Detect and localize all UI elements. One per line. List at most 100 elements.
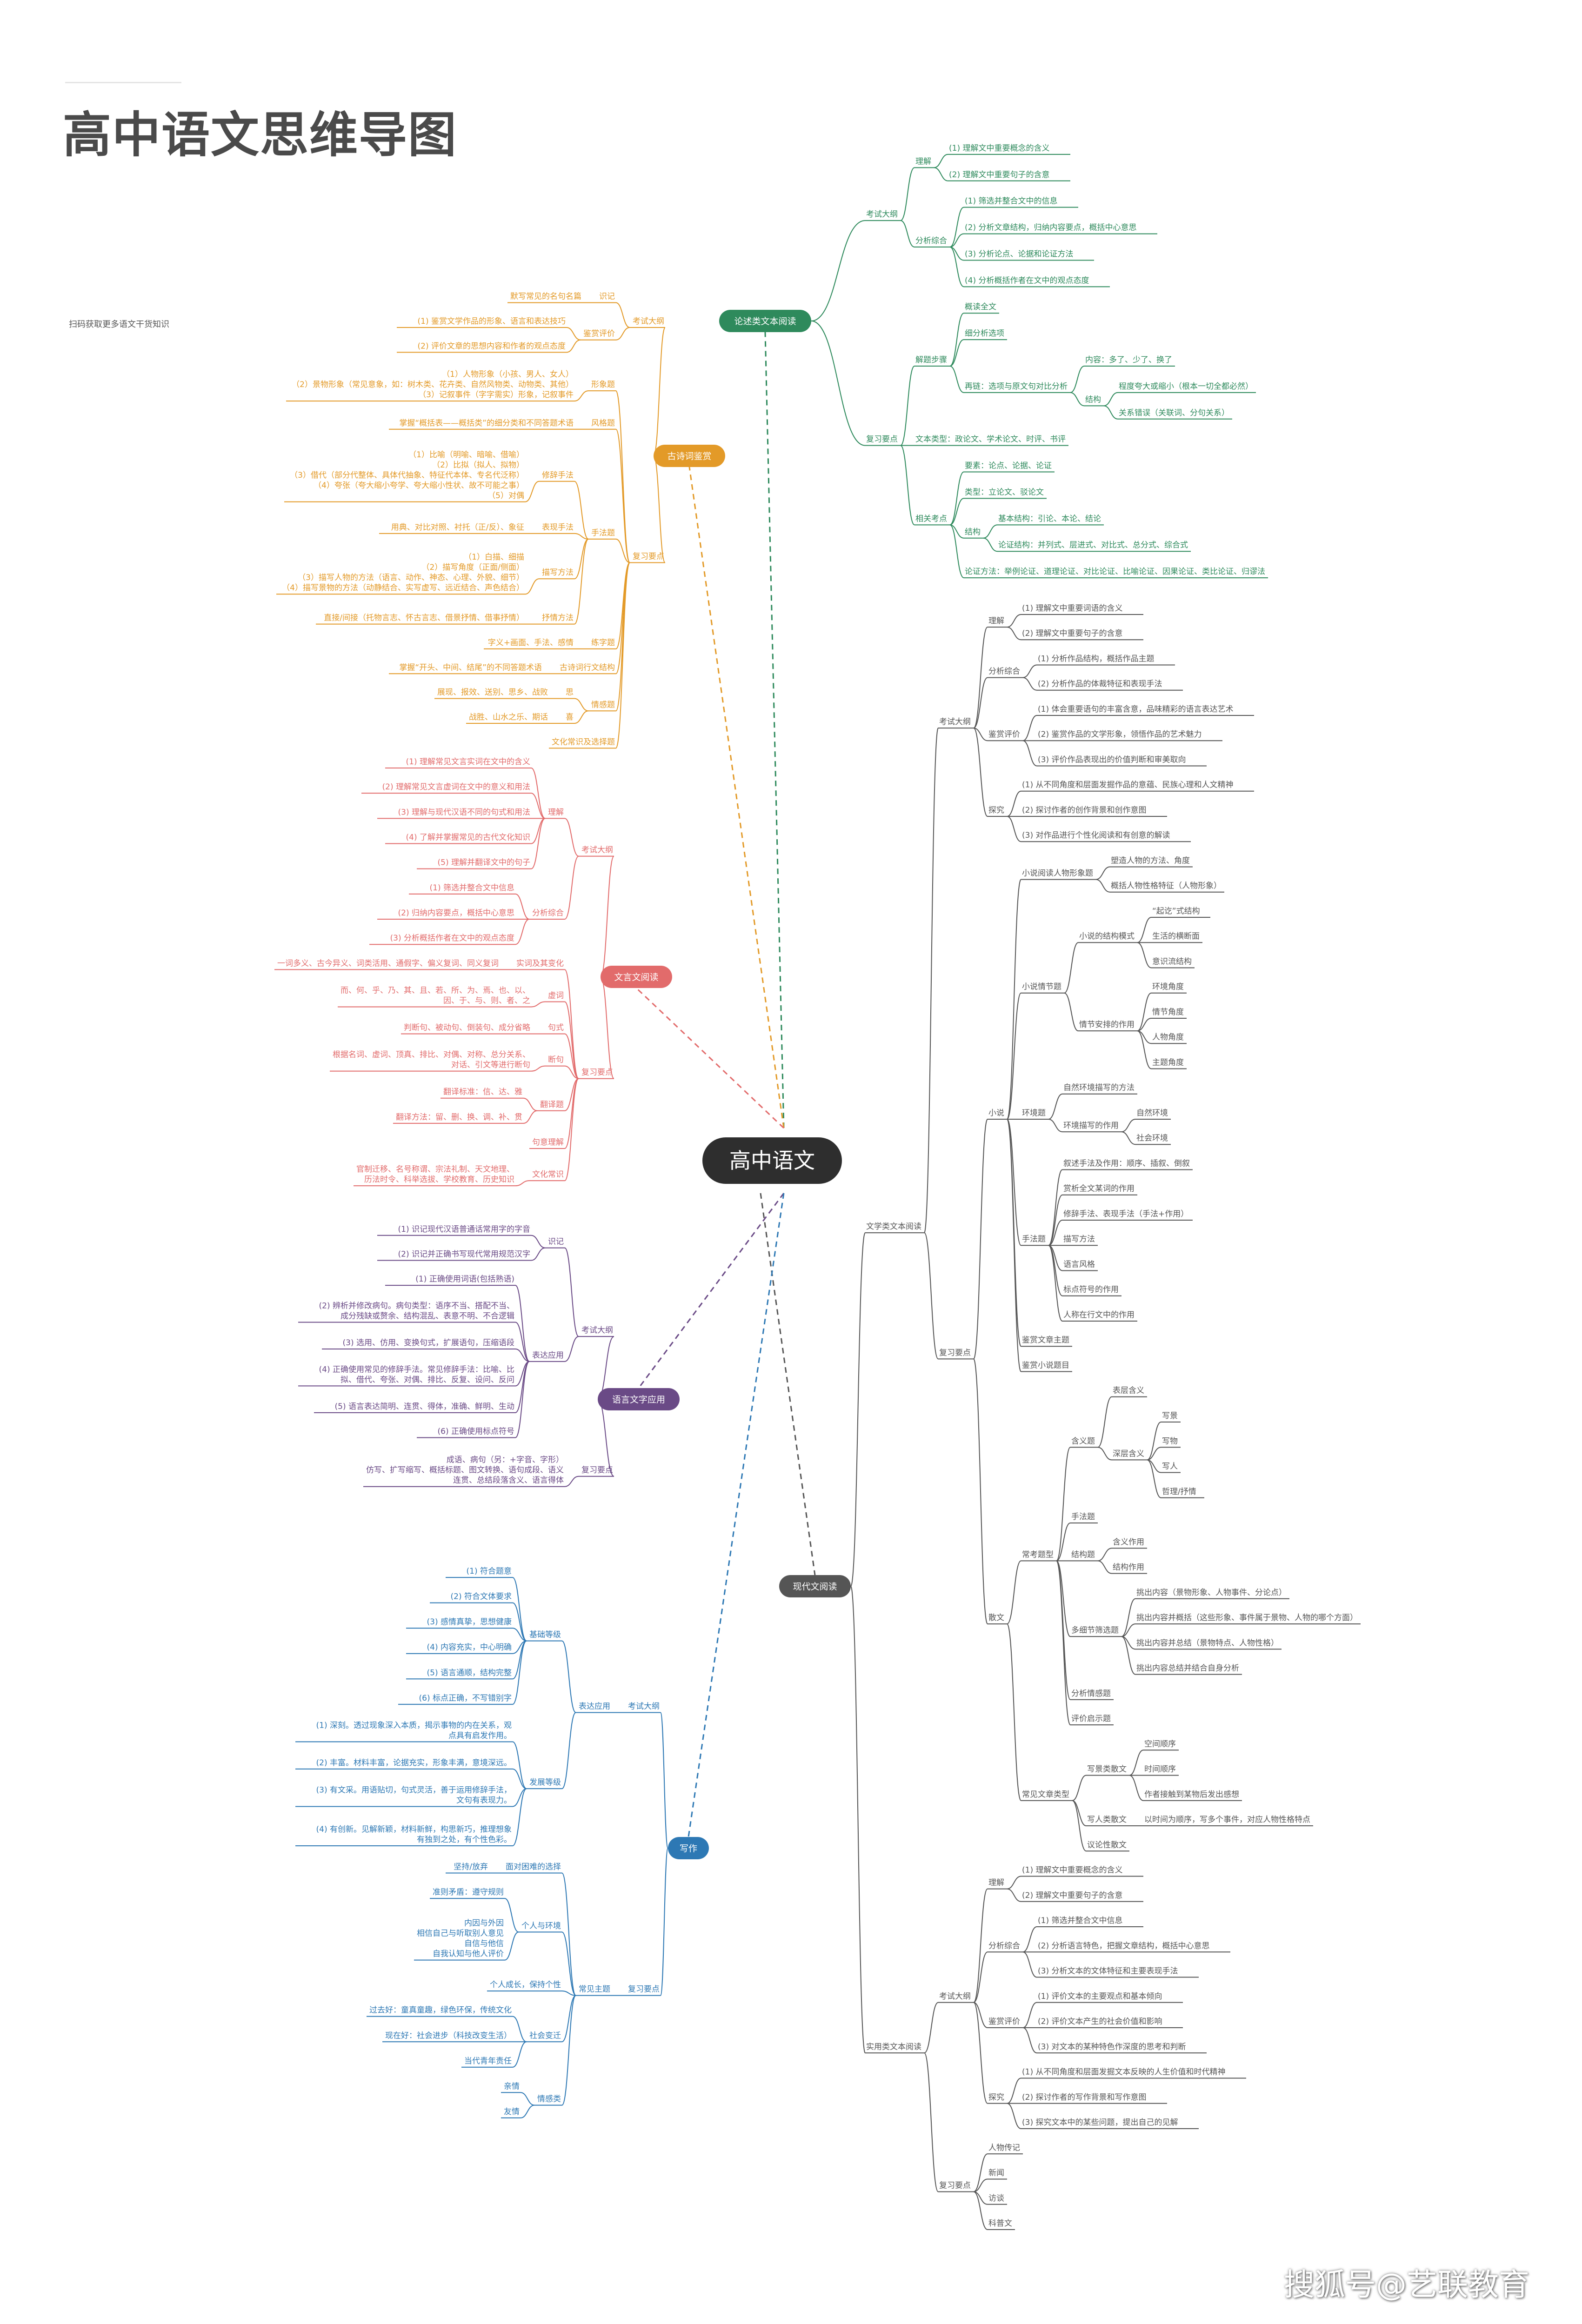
branch-xiandai[interactable]: 现代文阅读 bbox=[779, 1575, 851, 1597]
node-gushi-1-2-0-0-connector bbox=[525, 481, 540, 502]
node-xiandai-0-1-1-1-0-2-label: 作者接触到某物后发出感想 bbox=[1144, 1790, 1239, 1799]
node-xiezuo-0-0-1-1-connector bbox=[512, 1768, 527, 1790]
node-xiandai-0-1-0-3-1-connector bbox=[1048, 1194, 1063, 1246]
branch-xiezuo-bubble[interactable] bbox=[668, 1837, 709, 1859]
node-xiezuo-1-0-3-1-label: 现在好：社会进步（科技改变生活） bbox=[385, 2031, 512, 2040]
node-xiandai-0-0-0: 理解 bbox=[973, 616, 1007, 729]
node-lunshu-0-connector bbox=[811, 220, 866, 321]
node-xiandai-0-1-1-0-0-1-label: 深层含义 bbox=[1113, 1449, 1144, 1458]
node-xiandai-0-1-1-0-4-connector bbox=[1056, 1560, 1071, 1700]
node-xiandai-0-1-1-0-3-2: 挑出内容并总结（景物特点、人物性格） bbox=[1121, 1636, 1282, 1650]
node-gushi-1-2-0-0-label: （1）比喻（明喻、暗喻、借喻）（2）比拟（拟人、拟物）（3）借代（部分代整体、具… bbox=[290, 450, 524, 501]
node-xiezuo-0-0-1: 发展等级 bbox=[527, 1712, 576, 1790]
branch-yuyan[interactable]: 语言文字应用 bbox=[598, 1388, 680, 1410]
node-gushi-0-1-1-label: (2) 评价文章的思想内容和作者的观点态度 bbox=[418, 341, 566, 351]
node-xiandai-0-1-1-0-0-1-3-connector bbox=[1147, 1459, 1161, 1498]
node-wenyan-1-4-0-connector bbox=[523, 1097, 538, 1111]
node-gushi-1-0-connector bbox=[615, 390, 630, 563]
node-gushi-1-2-3-0: 直接/间接（托物言志、怀古言志、借景抒情、借事抒情） bbox=[316, 614, 539, 625]
node-gushi-1-5-label: 情感题 bbox=[591, 700, 615, 709]
node-xiezuo-1-0-1-1-connector bbox=[504, 1931, 519, 1961]
node-gushi-0-0-0: 默写常见的名句名篇 bbox=[507, 292, 597, 303]
node-xiandai-1-1-1-connector bbox=[973, 2178, 988, 2192]
node-yuyan-0-1-5: (6) 正确使用标点符号 bbox=[417, 1361, 530, 1438]
node-gushi-0-label: 考试大纲 bbox=[633, 317, 664, 326]
node-xiandai-0-0-1-1-label: (2) 分析作品的体裁特征和表现手法 bbox=[1038, 680, 1162, 689]
branch-gushi[interactable]: 古诗词鉴赏 bbox=[654, 445, 725, 467]
node-xiezuo-1-0-1-0-label: 准则矛盾：遵守规则 bbox=[433, 1888, 504, 1897]
node-wenyan-1-5-label: 句意理解 bbox=[532, 1138, 564, 1147]
node-lunshu-1-0-2-0: 内容：多了、少了、换了 bbox=[1070, 355, 1175, 393]
center-label: 高中语文 bbox=[729, 1148, 815, 1173]
node-lunshu-0-1-3-label: (4) 分析概括作者在文中的观点态度 bbox=[965, 276, 1089, 285]
branch-wenyan-bubble[interactable] bbox=[601, 966, 672, 988]
node-xiandai-0-1-1-0: 常考题型 bbox=[1007, 1550, 1056, 1624]
node-lunshu-0-0: 理解 bbox=[900, 157, 934, 221]
node-xiandai-0-1-1-0-0-1-1: 写物 bbox=[1147, 1436, 1181, 1461]
node-xiandai-0-1-0-1-1-1: 情节角度 bbox=[1137, 1008, 1187, 1032]
node-wenyan-1-5-connector bbox=[564, 1078, 579, 1149]
branch-lunshu-bubble[interactable] bbox=[719, 310, 811, 332]
node-xiandai-0-1-0-2-1-0: 自然环境 bbox=[1121, 1109, 1171, 1133]
branch-wenyan[interactable]: 文言文阅读 bbox=[601, 966, 672, 988]
node-xiandai-1-0-label: 考试大纲 bbox=[939, 1992, 971, 2001]
node-wenyan-0-0-4-connector bbox=[531, 818, 546, 869]
node-xiandai-0-0-2-label: 鉴赏评价 bbox=[988, 730, 1020, 739]
node-lunshu-0-1-connector bbox=[900, 220, 915, 248]
node-xiezuo-1-0-1-connector bbox=[561, 1931, 576, 1996]
node-xiandai-0-1-1-0-3-label: 多细节筛选题 bbox=[1071, 1626, 1119, 1635]
node-xiandai-0-0-1-0: (1) 分析作品结构，概括作品主题 bbox=[1022, 654, 1175, 678]
node-xiandai-0-1-0-3-4-label: 语言风格 bbox=[1063, 1260, 1095, 1269]
node-yuyan-0-1-3-label: (4) 正确使用常见的修辞手法。常见修辞手法：比喻、比拟、借代、夸张、对偶、排比… bbox=[319, 1364, 514, 1384]
node-wenyan-1-4-1-label: 翻译方法：留、删、换、调、补、贯 bbox=[396, 1113, 522, 1122]
node-xiandai-0-1-0-1-1-3-connector bbox=[1137, 1030, 1152, 1069]
branch-xiandai-bubble[interactable] bbox=[779, 1575, 851, 1597]
node-gushi-1-5-1-0-label: 战胜、山水之乐、期话 bbox=[469, 713, 548, 722]
node-gushi-1-2-3: 抒情方法 bbox=[539, 538, 589, 625]
node-xiandai-0-1: 复习要点 bbox=[924, 1232, 974, 1360]
node-yuyan-0-0-0-connector bbox=[531, 1235, 546, 1249]
node-gushi-1-1: 风格题 bbox=[588, 419, 630, 563]
node-xiandai-1-0-3-2-label: (3) 探究文本中的某些问题，提出自己的见解 bbox=[1022, 2118, 1178, 2127]
node-xiandai-0-1-1-0-1-connector bbox=[1056, 1523, 1071, 1562]
node-lunshu-1-2-0: 要素：论点、论据、论证 bbox=[949, 461, 1055, 526]
node-gushi-1-2-2-0-connector bbox=[525, 578, 540, 595]
branch-lunshu[interactable]: 论述类文本阅读 bbox=[719, 310, 811, 332]
branch-gushi-bubble[interactable] bbox=[654, 445, 725, 467]
node-lunshu-1-0-2-1: 结构 bbox=[1070, 392, 1104, 407]
node-lunshu-1-0-0-connector bbox=[949, 313, 964, 367]
node-wenyan-1-3-label: 断句 bbox=[548, 1055, 564, 1065]
node-xiandai-0-1-1-1-connector bbox=[1007, 1623, 1021, 1801]
node-wenyan-0-0-4: (5) 理解并翻译文中的句子 bbox=[417, 818, 546, 869]
node-xiandai-1-0-1-2-label: (3) 分析文本的文体特征和主要表现手法 bbox=[1038, 1967, 1178, 1976]
node-xiandai-0-1-1-0-3-1-connector bbox=[1121, 1623, 1136, 1637]
node-lunshu-1-2-0-connector bbox=[949, 471, 964, 526]
center-topic[interactable]: 高中语文 bbox=[702, 1137, 842, 1184]
node-gushi-0-1-1-connector bbox=[566, 339, 581, 353]
node-xiandai-0-0-2: 鉴赏评价 bbox=[973, 728, 1023, 741]
node-xiezuo-0-0-0-4-label: (5) 语言通顺，结构完整 bbox=[427, 1668, 512, 1677]
node-xiandai-0-1-1-connector bbox=[973, 1358, 988, 1624]
node-yuyan-0-1-4-connector bbox=[515, 1361, 530, 1413]
node-wenyan-0-0-0: (1) 理解常见文言实词在文中的含义 bbox=[385, 757, 546, 819]
node-gushi-1-0-label: 形象题 bbox=[591, 380, 615, 389]
center-bubble[interactable] bbox=[702, 1137, 842, 1184]
node-xiandai-0-0-0-0-connector bbox=[1007, 614, 1021, 628]
node-xiezuo-0-0-0-5: (6) 标点正确，不写错别字 bbox=[398, 1640, 527, 1705]
node-xiandai-0-1-1-0-2-0-connector bbox=[1097, 1548, 1112, 1562]
node-xiandai-1-0-connector bbox=[924, 2002, 939, 2054]
node-xiandai-0-1-0-2-label: 环境题 bbox=[1022, 1109, 1046, 1118]
node-xiezuo-1-0-3-2: 当代青年责任 bbox=[461, 2041, 527, 2068]
branch-yuyan-bubble[interactable] bbox=[598, 1388, 680, 1410]
node-xiezuo-0-0-1-0-label: (1) 深刻。透过现象深入本质，揭示事物的内在关系，观点具有启发作用。 bbox=[316, 1721, 512, 1740]
node-xiezuo-0-0-0-3: (4) 内容充实，中心明确 bbox=[406, 1640, 527, 1654]
branch-xiezuo[interactable]: 写作 bbox=[668, 1837, 709, 1859]
node-xiandai-0-1-0-3-4: 语言风格 bbox=[1048, 1245, 1098, 1271]
node-xiandai-0-0-0-1: (2) 理解文中重要句子的含意 bbox=[1007, 627, 1143, 641]
node-lunshu-1-0-2: 再链：选项与原文句对比分析 bbox=[949, 366, 1070, 393]
node-lunshu-0-0-label: 理解 bbox=[915, 157, 931, 166]
node-xiezuo-1-0-4-connector bbox=[561, 1995, 576, 2106]
node-wenyan-1-2-0: 判断句、被动句、倒装句、成分省略 bbox=[401, 1023, 546, 1035]
node-xiandai-0-1-0-2-1-1: 社会环境 bbox=[1121, 1131, 1171, 1145]
